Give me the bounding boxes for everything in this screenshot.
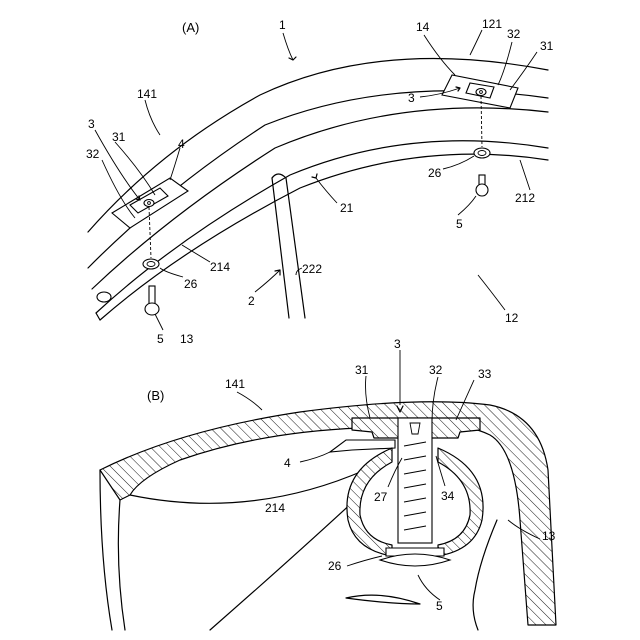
left-grommet [143,259,159,269]
left-pin [145,286,159,315]
label-26-right: 26 [428,166,442,180]
label-4-b: 4 [284,456,291,470]
label-34-b: 34 [441,489,455,503]
label-3-right: 3 [408,91,415,105]
label-14: 14 [416,20,430,34]
label-2: 2 [248,294,255,308]
panel-a-title: (A) [182,20,199,35]
trim-curve [130,470,365,503]
label-5-right: 5 [456,217,463,231]
label-3-b: 3 [394,337,401,351]
arrow-21 [312,174,317,178]
label-32-b: 32 [429,363,443,377]
label-141-a: 141 [137,87,157,101]
label-13-a: 13 [180,332,194,346]
sheet-fin [346,595,420,604]
label-32-right: 32 [507,27,521,41]
label-3-left: 3 [88,117,95,131]
label-12: 12 [505,311,519,325]
label-214-a: 214 [210,260,230,274]
outer-panel-curve [473,520,497,630]
label-212: 212 [515,191,535,205]
label-32-left: 32 [86,147,100,161]
label-5-b: 5 [436,599,443,613]
panel-a: (A) [86,17,554,346]
pillar [272,174,305,318]
label-141-b: 141 [225,377,245,391]
trim-inner-edge [118,500,125,630]
label-21: 21 [340,201,354,215]
label-5-left: 5 [157,332,164,346]
panel-b-title: (B) [147,388,164,403]
label-13-b: 13 [542,529,556,543]
leader-lines-a [95,30,537,330]
ceiling-section [100,402,556,625]
label-31-b: 31 [355,363,369,377]
left-bracket [112,178,188,228]
label-222: 222 [302,262,322,276]
label-1: 1 [279,18,286,32]
right-axis-line [481,96,482,147]
right-bracket [442,75,518,108]
label-214-b: 214 [265,501,285,515]
label-121: 121 [482,17,502,31]
label-26-b: 26 [328,559,342,573]
trim-outer-edge [100,470,112,630]
panel-b: (B) [100,337,556,630]
nub [97,292,111,302]
label-33-b: 33 [478,367,492,381]
right-grommet [474,148,490,158]
right-pin [476,175,488,196]
label-31-left: 31 [112,130,126,144]
label-26-left: 26 [184,277,198,291]
label-27-b: 27 [374,490,388,504]
label-4-a: 4 [178,137,185,151]
label-31-right: 31 [540,39,554,53]
bracket-4 [330,440,395,452]
